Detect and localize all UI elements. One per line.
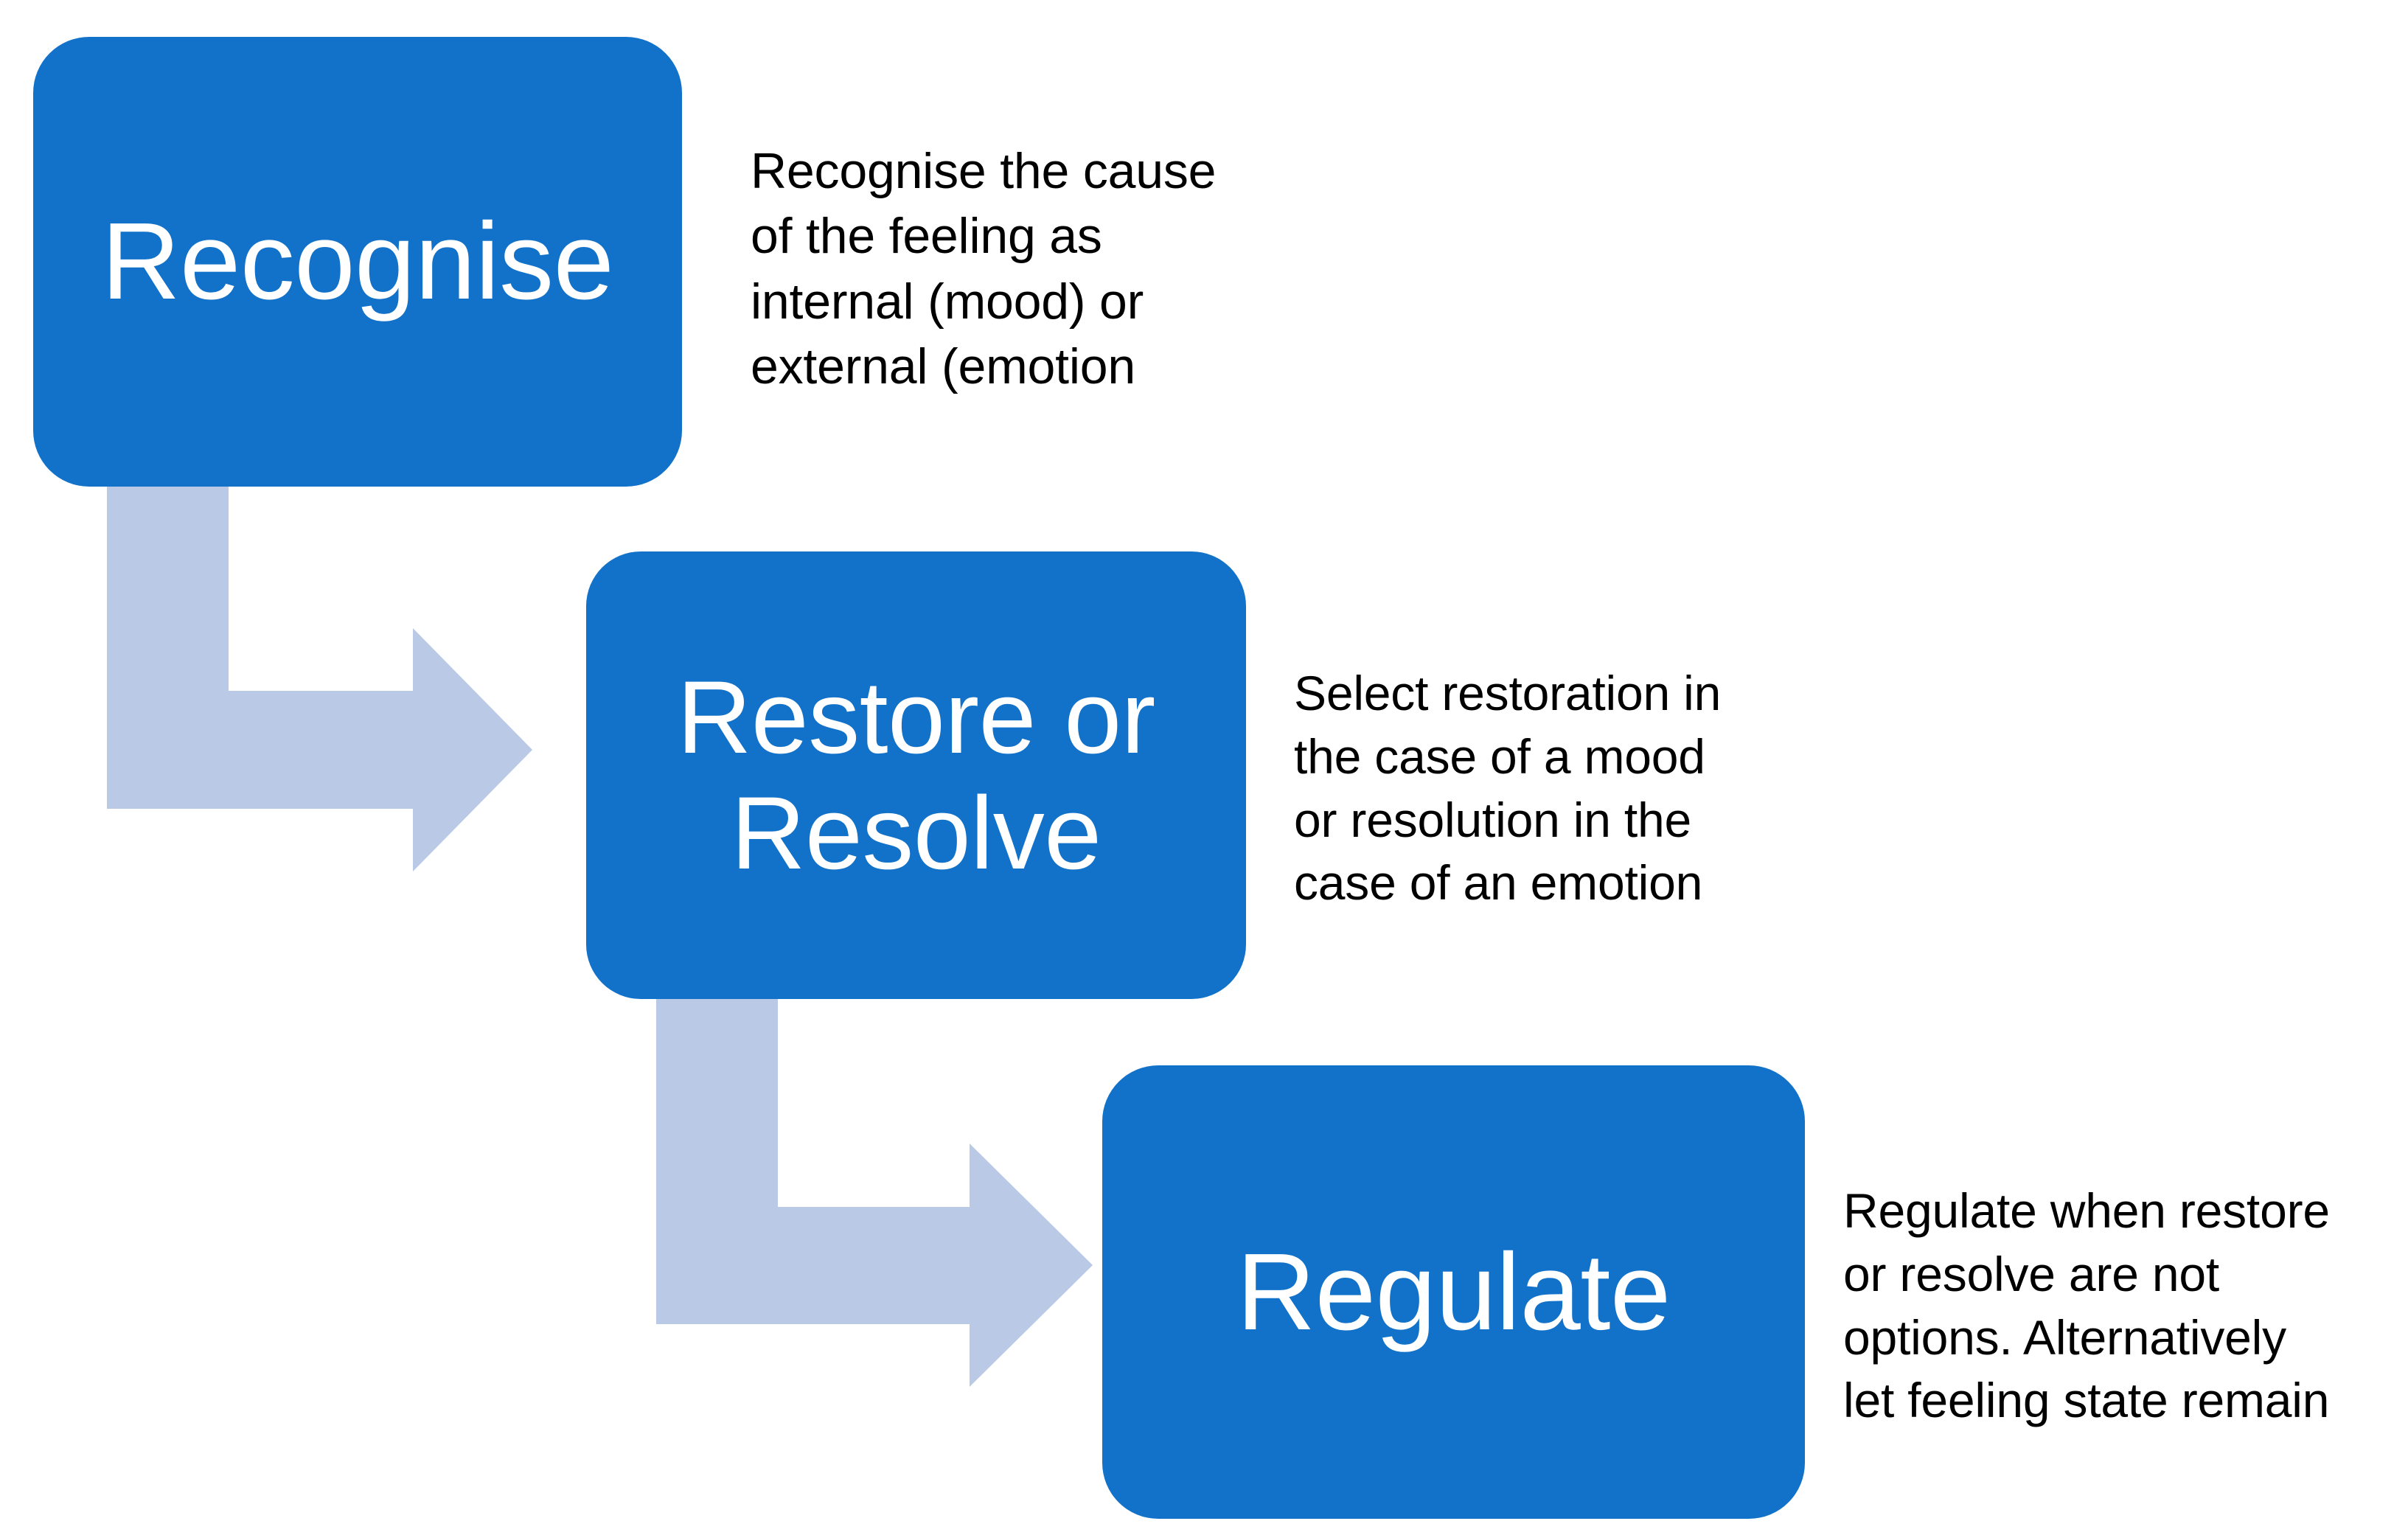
caption-recognise: Recognise the cause of the feeling as in… [751,143,1217,395]
elbow-arrow-down-right-icon [656,999,1095,1390]
elbow-arrow-down-right-icon [107,487,535,874]
process-box-restore-or-resolve-label: Restore or Resolve [677,658,1155,891]
process-box-regulate[interactable]: Regulate [1102,1065,1805,1519]
process-box-recognise-label: Recognise [101,201,614,323]
process-box-recognise[interactable]: Recognise [33,37,682,487]
caption-restore-or-resolve: Select restoration in the case of a mood… [1294,666,1722,911]
process-box-regulate-label: Regulate [1236,1231,1671,1353]
caption-regulate: Regulate when restore or resolve are not… [1843,1183,2330,1428]
process-box-restore-or-resolve[interactable]: Restore or Resolve [586,551,1246,999]
